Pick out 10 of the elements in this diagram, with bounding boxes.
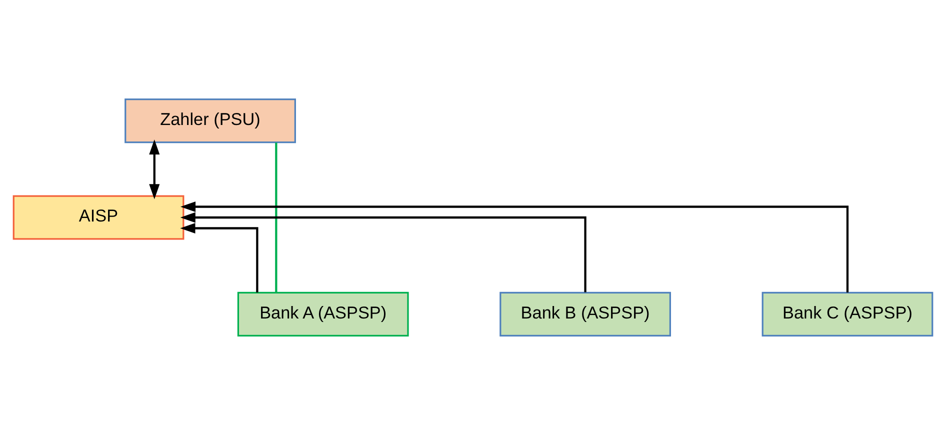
arrow [180, 222, 258, 293]
node-box: Bank C (ASPSP) [762, 292, 934, 336]
arrow [180, 212, 586, 292]
node-box: Bank B (ASPSP) [500, 292, 671, 336]
node-box: Zahler (PSU) [124, 98, 296, 144]
connector [275, 142, 278, 292]
arrow [149, 139, 160, 200]
arrow [180, 201, 849, 292]
node-box: AISP [12, 195, 184, 240]
node-box: Bank A (ASPSP) [237, 292, 409, 336]
